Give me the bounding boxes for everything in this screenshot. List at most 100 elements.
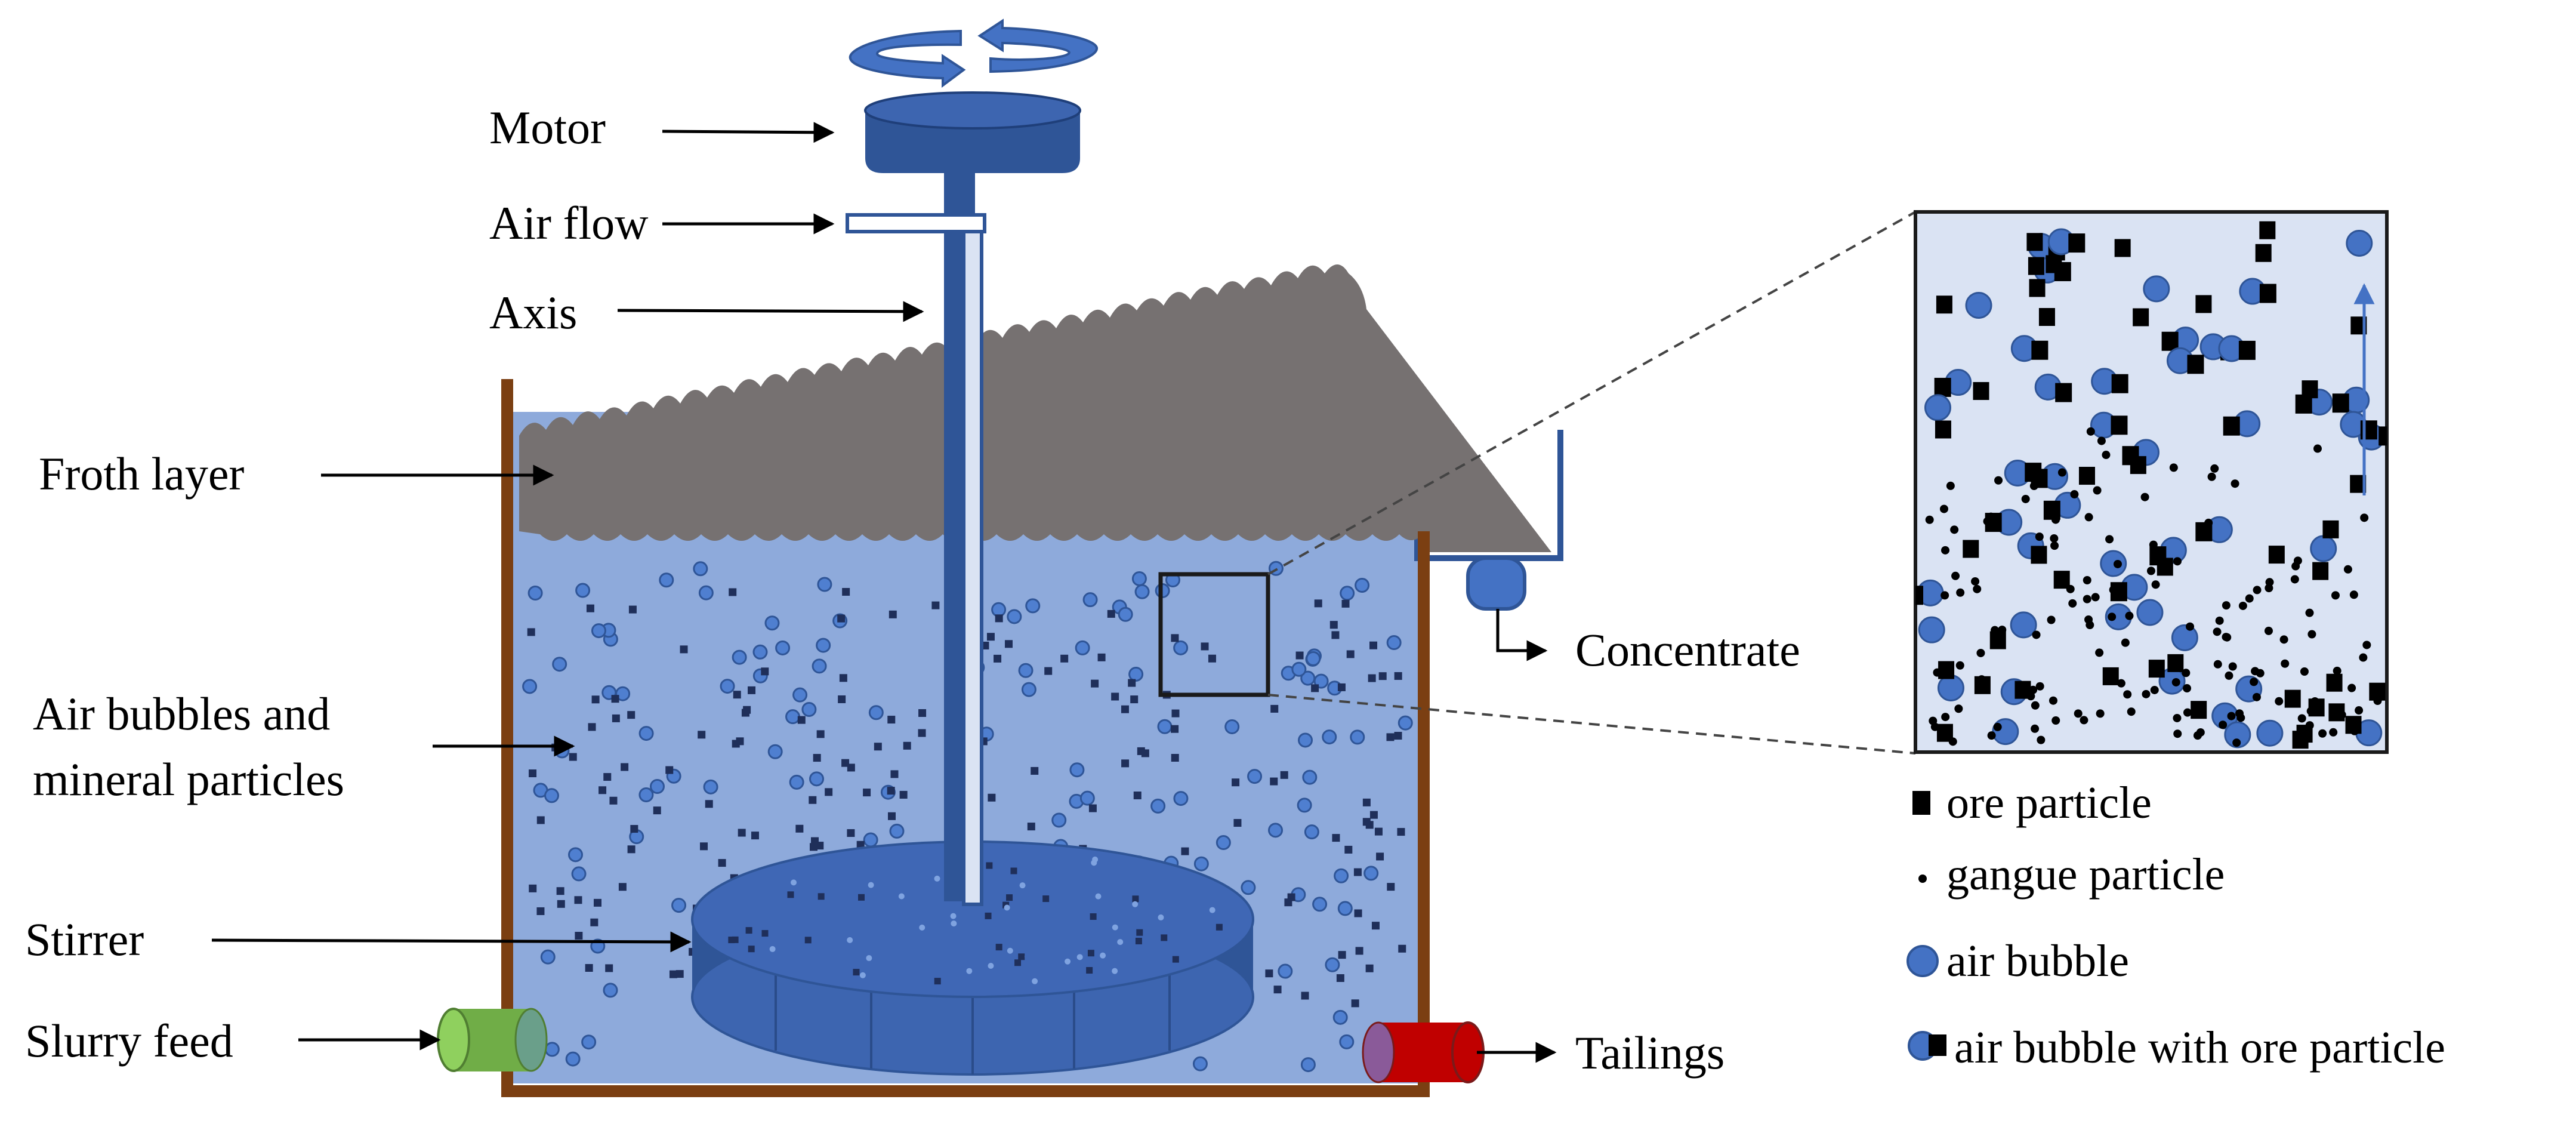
tank-particle [675, 970, 684, 978]
tank-particle [1273, 986, 1282, 994]
tank-bubble [1291, 661, 1307, 677]
tank-particle [1284, 898, 1292, 907]
inset-gangue-particle [2149, 540, 2158, 549]
inset-bubble [1924, 394, 1951, 421]
inset-gangue-particle [2231, 479, 2239, 488]
stirrer-particle [853, 969, 860, 976]
tank-particle [1171, 725, 1179, 733]
inset-gangue-particle [2318, 729, 2327, 738]
tank-particle [1044, 667, 1053, 675]
inset-gangue-particle [1941, 546, 1950, 555]
inset-gangue-particle [1951, 571, 1960, 580]
tank-particle [847, 829, 855, 837]
inset-gangue-particle [2232, 738, 2241, 747]
tank-particle [569, 753, 577, 761]
tank-bubble [785, 709, 801, 725]
tank-particle [1329, 621, 1338, 629]
tank-bubble [1355, 577, 1370, 593]
tank-particle [1201, 642, 1209, 651]
tank-bubble [775, 640, 791, 655]
stirrer-bubble [988, 963, 994, 969]
inset-gangue-particle [2347, 683, 2356, 692]
stirrer-particle [1042, 895, 1050, 903]
tank-particle [1369, 641, 1378, 649]
inset-bubbles-and-particles [1915, 221, 2387, 749]
tank-particle [736, 737, 744, 746]
inset-gangue-particle [2084, 615, 2093, 624]
tank-bubble [816, 638, 831, 653]
tank-particle [590, 918, 599, 926]
inset-gangue-particle [2297, 714, 2306, 723]
zoom-line-top [1267, 211, 1916, 575]
tank-bubble [1337, 901, 1353, 916]
inset-ore-particle [2038, 307, 2055, 326]
inset-gangue-particle [2245, 594, 2254, 603]
stirrer-bubble [951, 920, 957, 927]
inset-ore-particle [2284, 689, 2301, 708]
inset-gangue-particle [2222, 633, 2231, 642]
tank-particle [1270, 704, 1279, 713]
inset-gangue-particle [2193, 731, 2202, 740]
tank-bubble [1192, 1056, 1208, 1071]
tank-particle [1341, 599, 1350, 608]
inset-attached-ore [2068, 233, 2086, 253]
inset-gangue-particle [1941, 713, 1950, 722]
inset-bubble [2224, 721, 2251, 749]
inset-gangue-particle [2331, 591, 2340, 600]
stirrer-particle [1018, 953, 1025, 960]
inset-gangue-particle [2026, 692, 2035, 701]
tank-particle [1368, 674, 1376, 682]
inset-gangue-particle [2253, 586, 2262, 595]
stirrer-bubble [1004, 904, 1010, 911]
inset-gangue-particle [2109, 586, 2118, 595]
inset-gangue-particle [2083, 576, 2091, 585]
tank-particle [557, 900, 565, 908]
inset-gangue-particle [1994, 476, 2003, 485]
air-flow-inlet [846, 213, 986, 233]
tank-particle [669, 970, 677, 978]
inset-gangue-particle [2305, 721, 2314, 730]
tank-particle [1362, 818, 1371, 826]
legend: ore particle gangue particle air bubble … [1906, 778, 2445, 1073]
stirrer-particle [748, 946, 755, 953]
legend-bubble-with-ore-particle [1929, 1034, 1946, 1056]
label-froth-layer: Froth layer [39, 448, 244, 500]
tank-bubble [1007, 609, 1022, 624]
tank-particle [841, 759, 850, 767]
inset-gangue-particle [2373, 697, 2382, 706]
inset-attached-ore [2161, 331, 2179, 351]
inset-gangue-particle [2029, 482, 2038, 491]
tank-bubble [801, 702, 817, 718]
tank-particle [888, 812, 896, 820]
inset-ore-particle [2130, 456, 2146, 475]
tank-particle [813, 754, 821, 762]
inset-bubble [1965, 291, 1992, 319]
inset-gangue-particle [2125, 611, 2134, 620]
tank-bubble [527, 585, 543, 601]
tank-bubble [581, 1034, 597, 1050]
inset-attached-ore [2055, 383, 2072, 402]
tank-particle [588, 723, 596, 731]
tank-bubble [1021, 682, 1036, 697]
inset-ore-particle [2026, 233, 2043, 251]
tank-particle [1301, 991, 1309, 1000]
inset-gangue-particle [2070, 490, 2079, 499]
tank-bubble [817, 577, 832, 592]
label-air-bubbles-line1: Air bubbles and [33, 688, 330, 740]
inset-gangue-particle [2256, 669, 2265, 678]
inset-gangue-particle [2105, 535, 2114, 544]
inset-gangue-particle [2298, 734, 2307, 743]
tank-bubble [812, 658, 827, 674]
tank-particle [591, 695, 600, 704]
tailings-pipe [1362, 1021, 1485, 1083]
inset-gangue-particle [2173, 729, 2182, 738]
tank-particle [995, 614, 1003, 623]
tank-particle [1369, 811, 1378, 819]
tank-particle [751, 832, 759, 840]
inset-gangue-particle [2032, 630, 2041, 639]
tank-particle [1280, 771, 1288, 779]
inset-gangue-particle [2157, 558, 2166, 566]
concentrate-outlet [1466, 556, 1526, 611]
legend-ore-particle-icon [1912, 791, 1930, 815]
tank-particle [1351, 999, 1359, 1008]
